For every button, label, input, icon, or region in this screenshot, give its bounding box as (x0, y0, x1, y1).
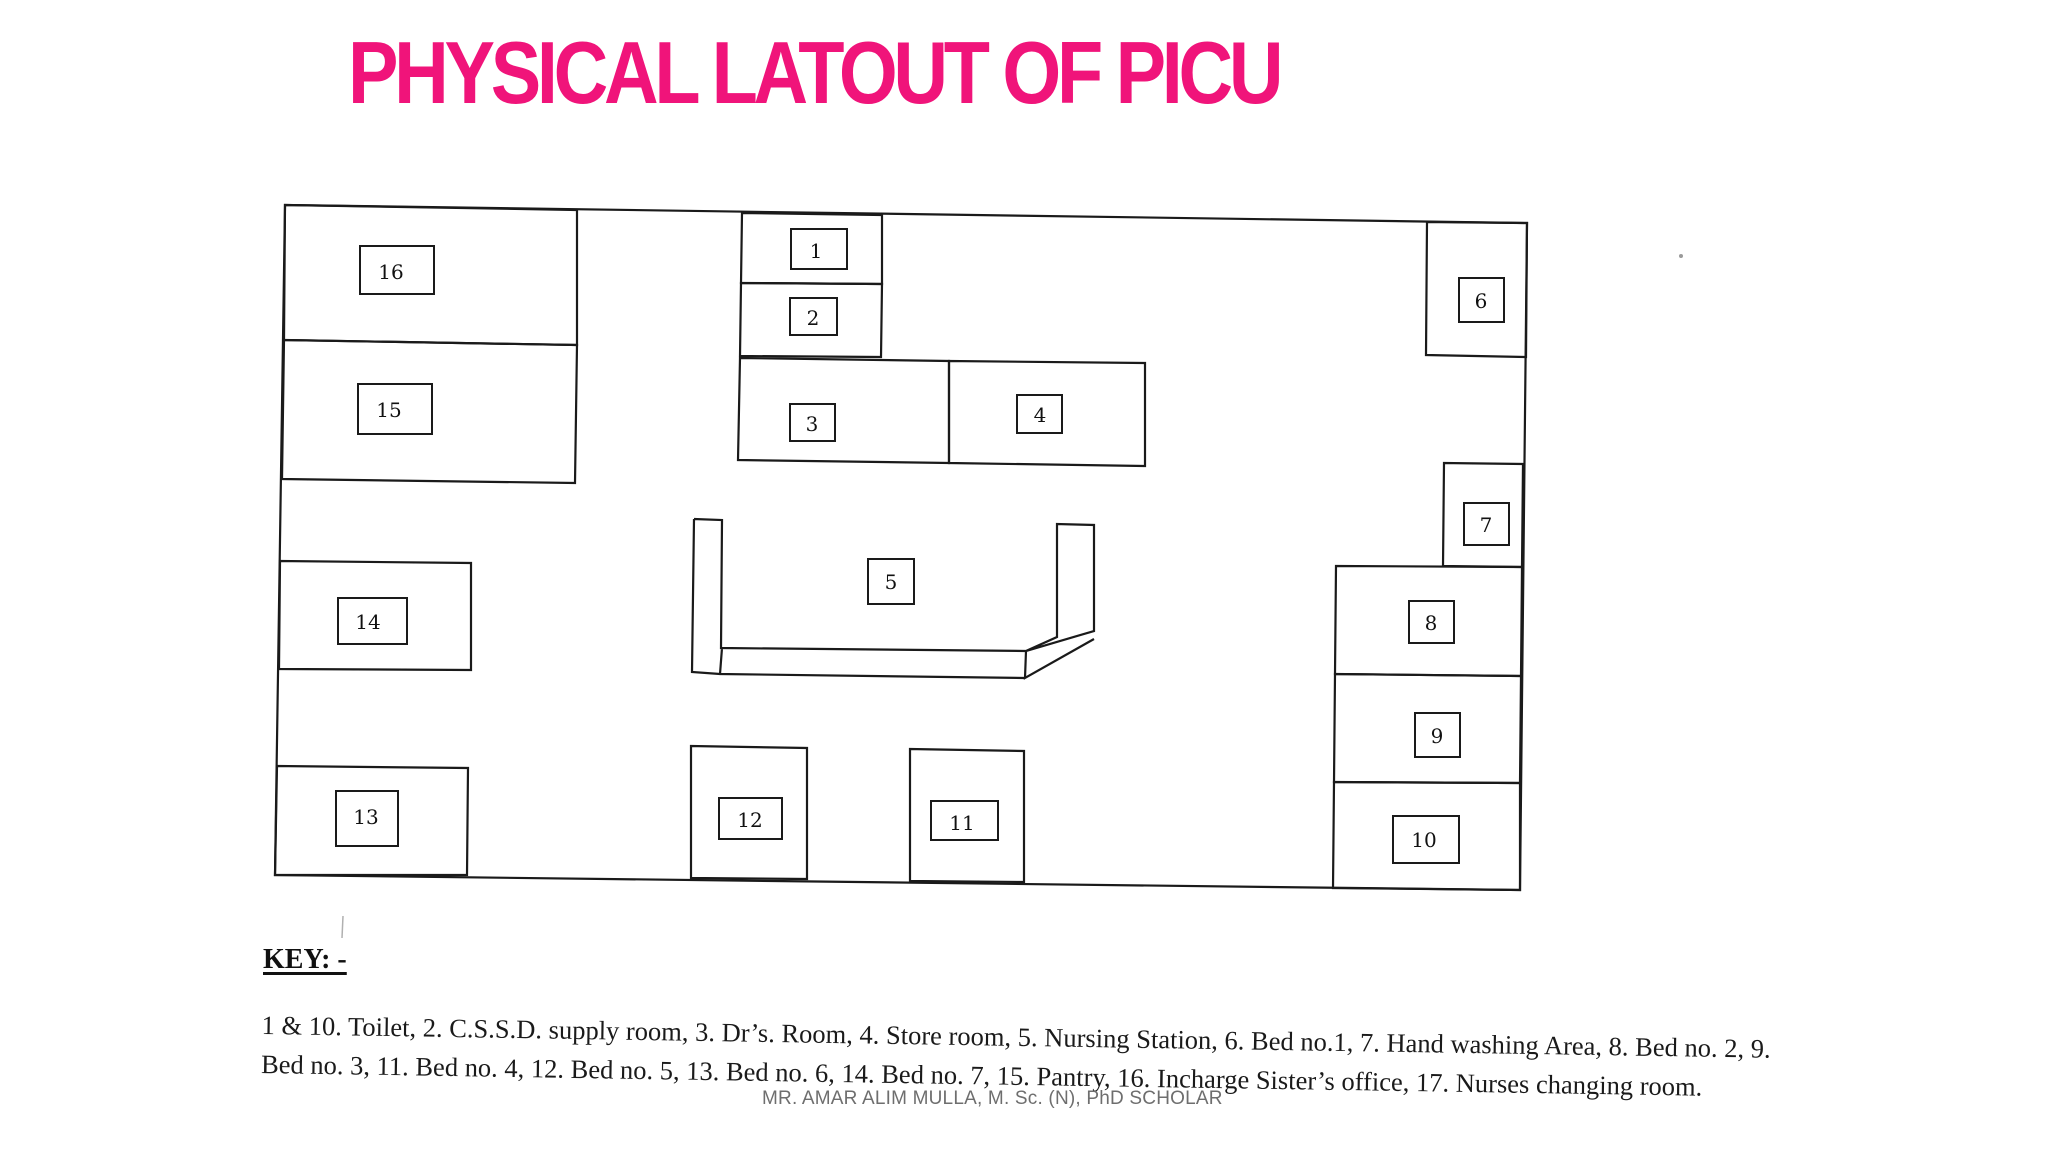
svg-text:8: 8 (1425, 611, 1438, 635)
room-label-9: 9 (1414, 712, 1461, 758)
bay-12 (689, 744, 809, 881)
svg-text:7: 7 (1480, 513, 1493, 537)
svg-text:3: 3 (806, 412, 819, 436)
room-label-3: 3 (789, 403, 836, 442)
room-label-10: 10 (1392, 815, 1460, 864)
room-15 (280, 338, 579, 485)
svg-text:15: 15 (376, 398, 401, 422)
svg-text:10: 10 (1411, 828, 1436, 852)
room-label-14: 14 (337, 597, 408, 645)
svg-text:5: 5 (885, 570, 898, 594)
scan-mark (341, 915, 344, 939)
room-label-6: 6 (1458, 277, 1505, 323)
room-6 (1424, 220, 1529, 359)
nursing-station-counter (690, 517, 1096, 680)
svg-text:2: 2 (807, 306, 820, 330)
room-label-1: 1 (790, 228, 848, 270)
room-label-16: 16 (359, 245, 435, 295)
svg-text:13: 13 (353, 805, 378, 829)
outer-wall (273, 203, 1529, 892)
svg-text:11: 11 (949, 811, 974, 835)
room-4 (947, 359, 1147, 468)
room-label-8: 8 (1408, 600, 1455, 644)
room-label-2: 2 (789, 297, 838, 336)
bay-13 (273, 764, 470, 877)
room-label-7: 7 (1463, 502, 1510, 546)
room-2 (738, 281, 884, 359)
slide-title: PHYSICAL LATOUT OF PICU (348, 23, 1284, 122)
room-label-4: 4 (1016, 394, 1063, 434)
scan-speck (1679, 254, 1683, 258)
svg-text:1: 1 (810, 239, 823, 263)
room-label-15: 15 (357, 383, 433, 435)
key-heading: KEY: - (263, 944, 347, 975)
bay-14 (277, 559, 473, 672)
room-label-5: 5 (867, 558, 915, 605)
svg-text:16: 16 (378, 260, 403, 284)
svg-text:4: 4 (1034, 403, 1047, 427)
room-label-13: 13 (335, 790, 399, 847)
presenter-footer: MR. AMAR ALIM MULLA, M. Sc. (N), PhD SCH… (762, 1088, 1223, 1109)
svg-text:12: 12 (737, 808, 762, 832)
room-10 (1331, 780, 1522, 892)
room-3 (736, 356, 951, 465)
svg-text:6: 6 (1475, 289, 1488, 313)
room-label-11: 11 (930, 800, 999, 841)
bay-11 (908, 747, 1026, 884)
room-label-12: 12 (718, 797, 783, 840)
svg-text:9: 9 (1431, 724, 1444, 748)
svg-text:14: 14 (355, 610, 380, 634)
